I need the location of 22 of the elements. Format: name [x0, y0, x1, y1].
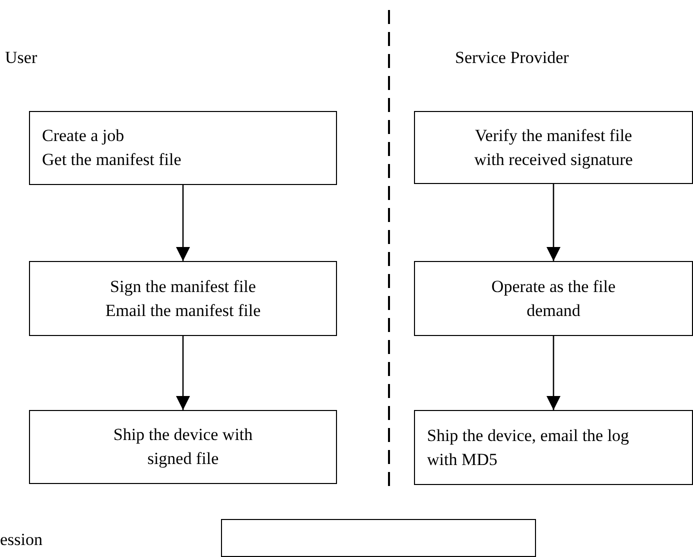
box-shape: [221, 519, 536, 557]
process-box: [29, 111, 337, 185]
arrow: [176, 185, 190, 261]
process-box: [414, 410, 693, 485]
lane-heading: Service Provider: [455, 48, 569, 68]
box-text: Ship the device, email the log with MD5: [427, 424, 630, 470]
note-text: ession: [0, 530, 42, 550]
box-text: Get the manifest file: [42, 149, 182, 171]
arrow: [546, 184, 560, 261]
box-text: Operate as the file demand: [490, 276, 617, 322]
box-text: Ship the device with signed file: [112, 424, 254, 470]
process-box: [29, 410, 337, 484]
arrow: [546, 336, 560, 410]
process-box: [29, 261, 337, 336]
lane-heading: User: [5, 48, 38, 68]
process-box: [414, 261, 693, 336]
box-text: Sign the manifest file: [110, 276, 256, 298]
box-text: Email the manifest file: [105, 300, 261, 322]
box-text: Verify the manifest file with received signature: [473, 124, 634, 171]
arrow: [176, 336, 190, 410]
process-box: [414, 111, 693, 184]
box-text: Create a job: [42, 125, 124, 148]
